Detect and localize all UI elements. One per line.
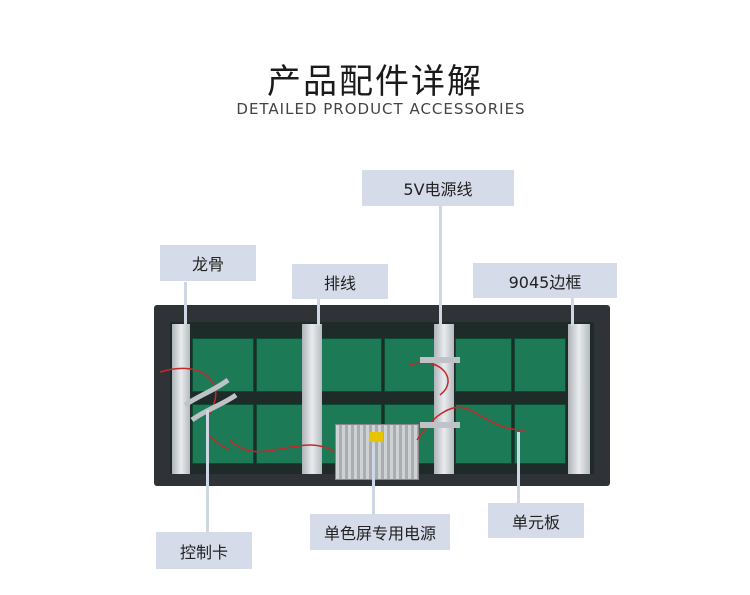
unit-board [455,404,512,464]
keel-bar-left [172,324,190,474]
leader-line-ribbon [317,298,320,326]
label-keel: 龙骨 [160,245,256,281]
keel-bar-right [568,324,590,474]
unit-board [320,338,382,392]
unit-board [514,338,566,392]
red-wire [409,362,449,396]
red-wire [159,367,231,451]
unit-board [455,338,512,392]
power-supply [335,424,419,480]
leader-line-unit-board [517,432,520,504]
leader-line-power-supply [372,445,375,515]
unit-board [514,404,566,464]
leader-line-power-cable [439,205,442,325]
label-unit-board: 单元板 [488,503,584,538]
leader-line-frame [571,298,574,326]
label-control-card: 控制卡 [156,532,252,569]
label-mono-power-supply: 单色屏专用电源 [310,514,450,550]
label-frame-9045: 9045边框 [473,263,617,298]
label-ribbon-cable: 排线 [292,264,388,299]
leader-line-control-card [206,410,209,532]
page-title: 产品配件详解 [267,62,483,102]
keel-bar [302,324,322,474]
label-power-cable-5v: 5V电源线 [362,170,514,206]
ribbon-cable [183,377,230,408]
power-supply-tag [369,432,383,442]
red-wire [229,439,336,453]
leader-line-keel [184,282,187,324]
page-subtitle: DETAILED PRODUCT ACCESSORIES [236,100,526,118]
ribbon-cable [190,392,238,423]
